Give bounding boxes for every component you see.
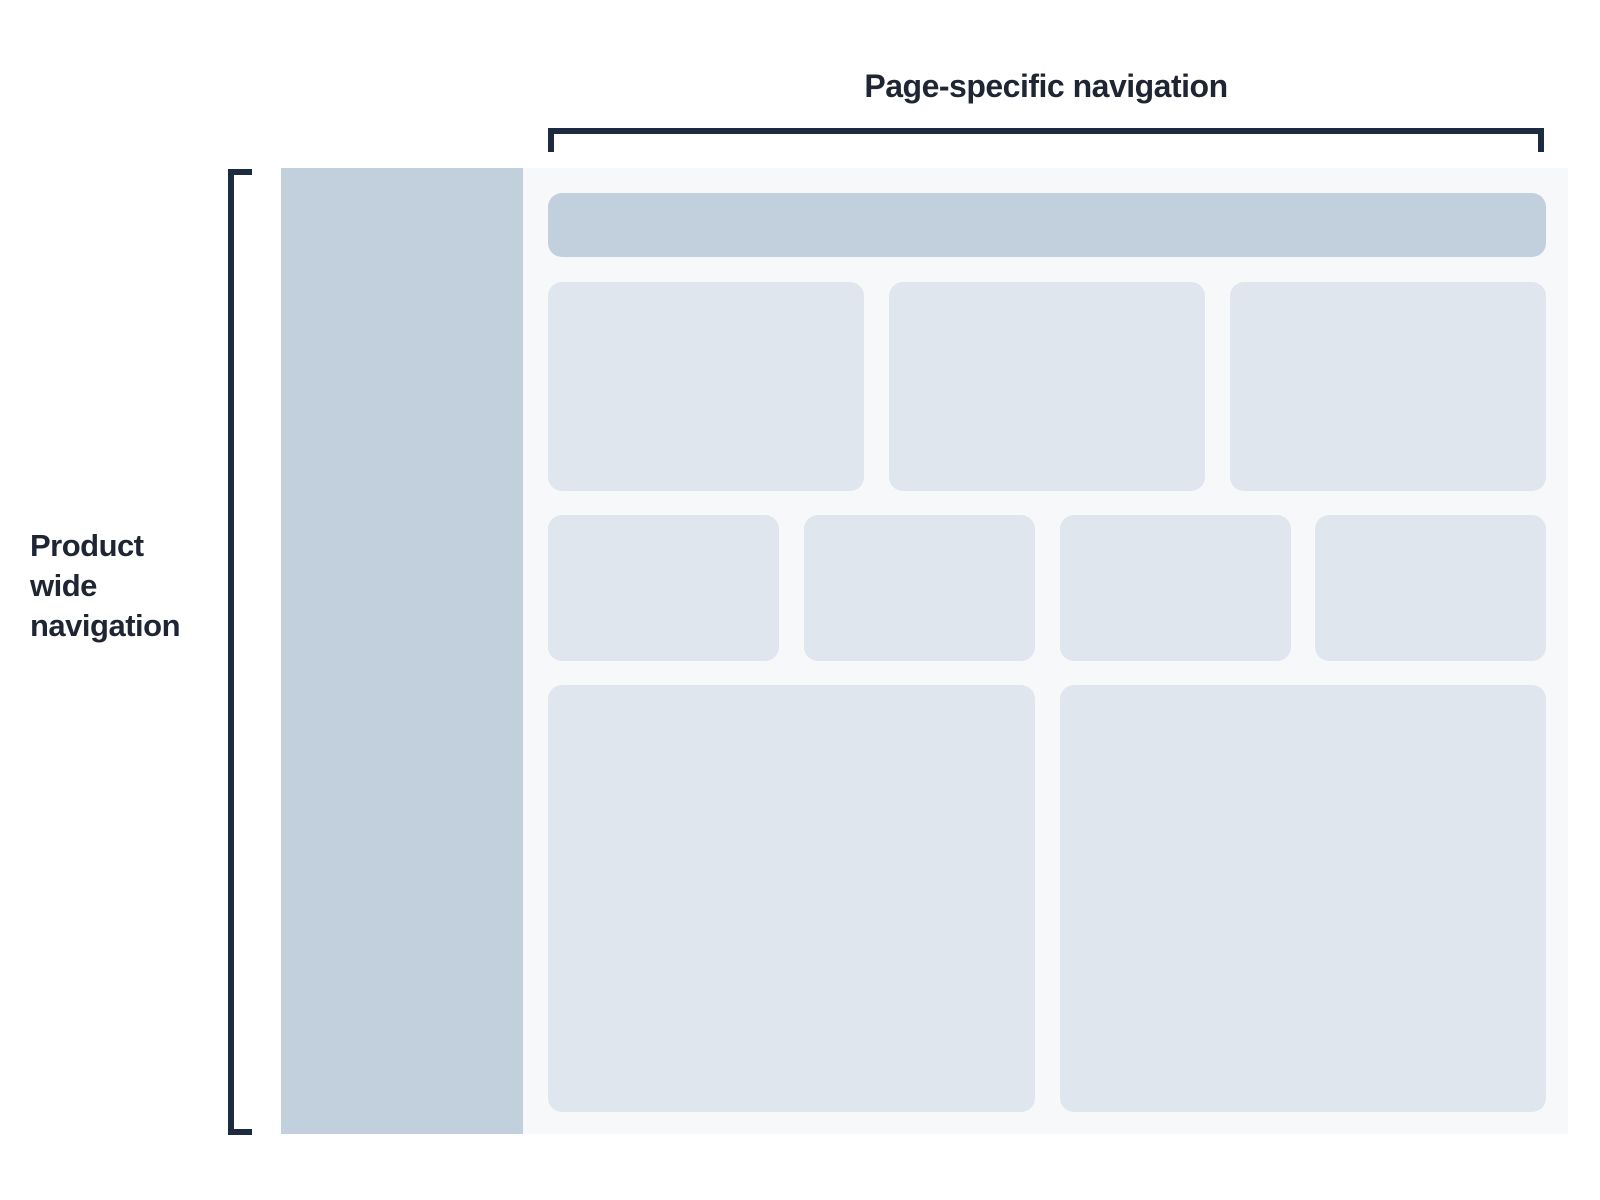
page-specific-bracket (548, 128, 1544, 152)
content-card-row2-3 (1060, 515, 1291, 661)
content-card-row2-1 (548, 515, 779, 661)
page-specific-navigation-label: Page-specific navigation (864, 68, 1228, 104)
content-card-row2-4 (1315, 515, 1546, 661)
content-card-row1-1 (548, 282, 864, 491)
content-card-row3-2 (1060, 685, 1546, 1112)
content-card-row2-2 (804, 515, 1035, 661)
page-specific-nav-bar (548, 193, 1546, 257)
product-wide-bracket (228, 169, 252, 1135)
content-card-row1-2 (889, 282, 1205, 491)
wireframe-page (281, 168, 1568, 1134)
content-card-row1-3 (1230, 282, 1546, 491)
product-wide-navigation-label: Product wide navigation (30, 528, 181, 643)
content-card-row3-1 (548, 685, 1035, 1112)
product-wide-sidebar (281, 168, 523, 1134)
